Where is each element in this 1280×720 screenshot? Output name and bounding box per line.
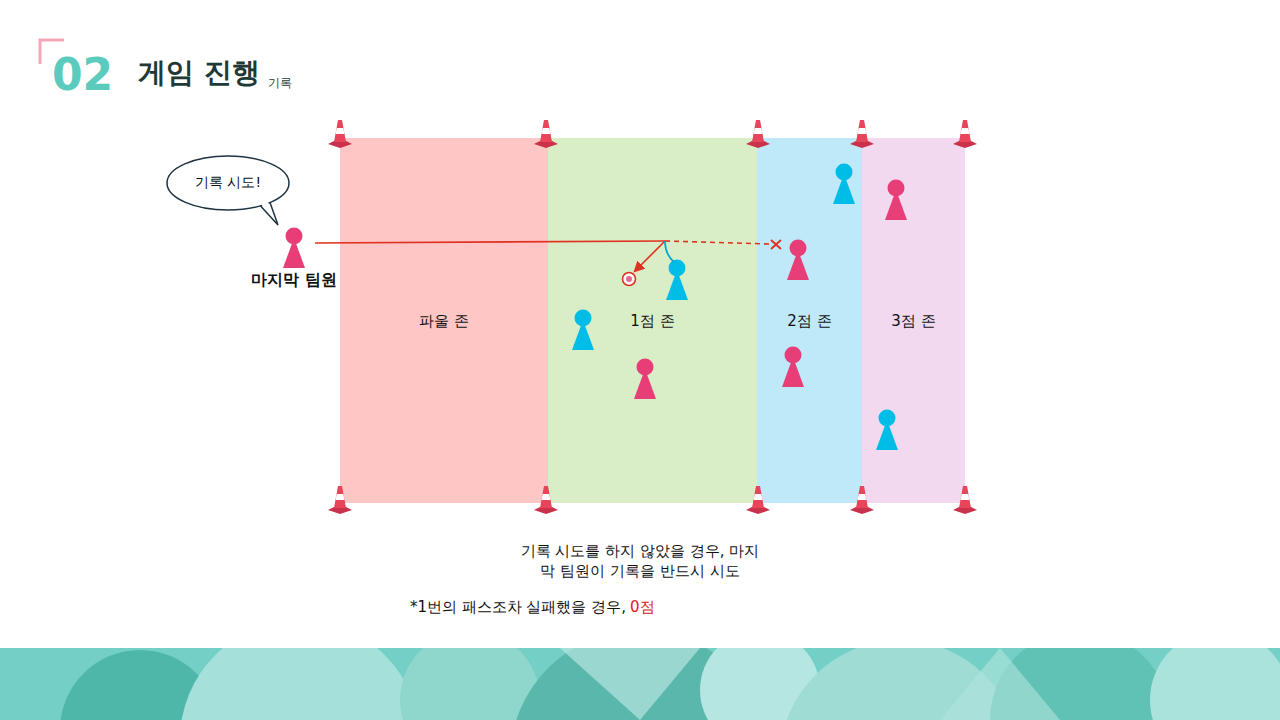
footer-band: [0, 648, 1280, 720]
zone-label: 3점 존: [891, 312, 935, 331]
bubble-text: 기록 시도!: [195, 174, 261, 192]
score-note: 0점: [630, 598, 655, 618]
rule-note: 기록 시도를 하지 않았을 경우, 마지막 팀원이 기록을 반드시 시도: [515, 542, 765, 581]
subtitle-tag: 기록: [268, 76, 292, 92]
cones: [328, 120, 977, 514]
zone-label: 1점 존: [630, 312, 674, 331]
rule-note: *1번의 패스조차 실패했을 경우,: [410, 598, 626, 618]
zone-label: 2점 존: [787, 312, 831, 331]
players: [283, 164, 907, 451]
speech-bubble: 기록 시도!: [166, 155, 290, 211]
zone-label: 파울 존: [419, 312, 469, 331]
slide-title: 게임 진행: [138, 54, 260, 92]
player-label: 마지막 팀원: [251, 270, 337, 291]
throw-lines: [315, 240, 781, 286]
zone-band: 파울 존: [340, 138, 548, 503]
section-number: 02: [52, 46, 113, 103]
